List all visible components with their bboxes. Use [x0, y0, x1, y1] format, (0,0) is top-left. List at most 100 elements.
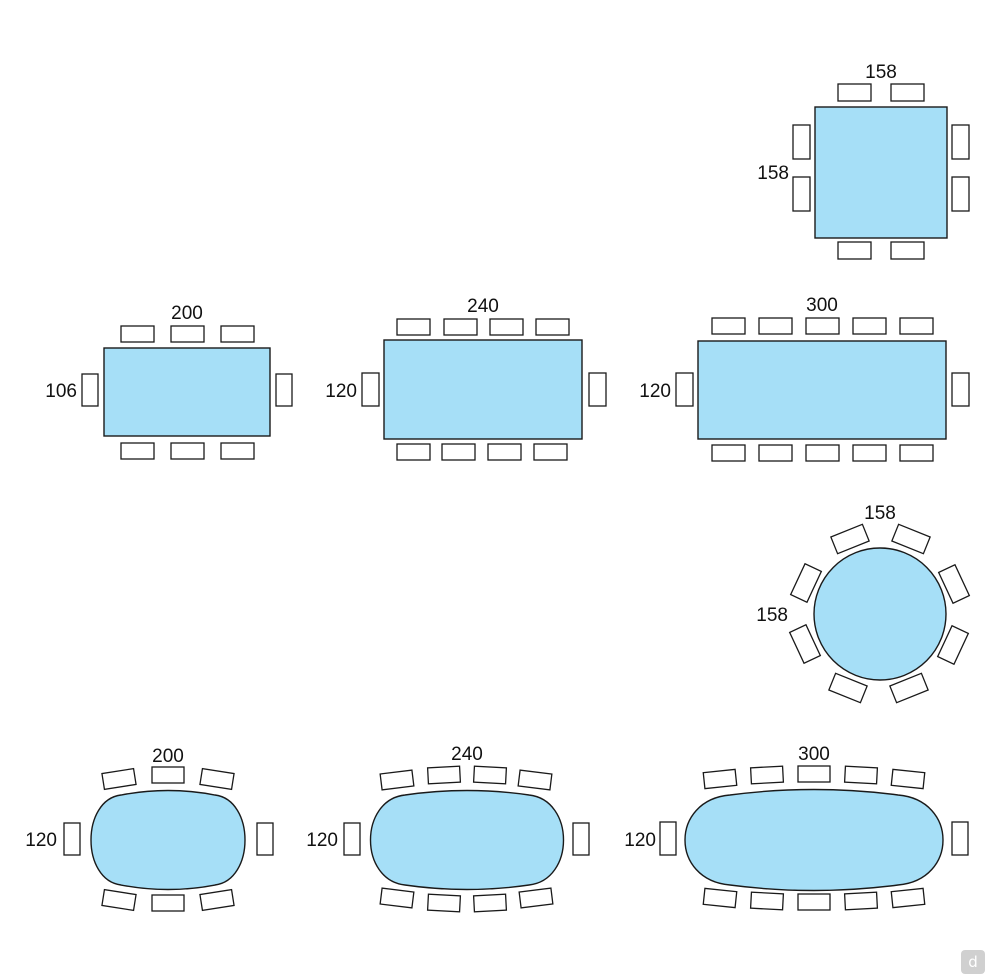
chair [441, 443, 476, 461]
rect-table-300-length-label: 300 [806, 295, 838, 316]
barrel-table-300: 300 120 [624, 744, 969, 911]
d-logo-icon: d [961, 950, 985, 974]
rect-table-300-chairs [675, 317, 970, 462]
chair [220, 325, 255, 343]
chair [170, 325, 205, 343]
chair [792, 124, 811, 160]
round-table: 158 158 [756, 503, 971, 704]
chair [951, 372, 970, 407]
round-table-top [813, 547, 947, 681]
chair [426, 765, 462, 785]
barrel-table-200: 200 120 [25, 746, 274, 912]
rect-table-200-width-label: 106 [45, 381, 77, 402]
chair [151, 766, 185, 784]
chair [702, 768, 738, 790]
chair [343, 822, 361, 856]
barrel-table-200-length-label: 200 [152, 746, 184, 767]
chair [572, 822, 590, 856]
chair [220, 442, 255, 460]
square-table-top [814, 106, 948, 239]
chair [675, 372, 694, 407]
chair [487, 443, 522, 461]
chair [472, 765, 508, 785]
rect-table-300-top [697, 340, 947, 440]
chair [711, 444, 746, 462]
chair [588, 372, 607, 407]
chair [101, 767, 137, 791]
chair [101, 888, 137, 912]
chair [830, 523, 870, 555]
logo-badge [961, 950, 985, 974]
chair [890, 241, 925, 260]
chair [797, 893, 831, 911]
chair [396, 318, 431, 336]
logo-glyph: d [968, 953, 978, 971]
chair [749, 765, 785, 785]
chair [63, 822, 81, 856]
chair [899, 444, 934, 462]
chair [702, 887, 738, 909]
rect-table-240-length-label: 240 [467, 296, 499, 317]
chair [535, 318, 570, 336]
chair [379, 887, 415, 909]
rect-table-200-top [103, 347, 271, 437]
square-table-chairs [792, 83, 970, 260]
barrel-table-200-width-label: 120 [25, 830, 57, 851]
chair [199, 767, 235, 791]
square-table-depth-label: 158 [757, 163, 789, 184]
barrel-table-240: 240 120 [306, 744, 590, 913]
chair [472, 893, 508, 913]
chair [170, 442, 205, 460]
chair [517, 769, 553, 791]
chair [120, 442, 155, 460]
chair [951, 821, 969, 856]
chair [256, 822, 274, 856]
rect-table-240: 240 120 [325, 296, 607, 461]
chair [797, 765, 831, 783]
chair [792, 176, 811, 212]
barrel-table-300-top [684, 788, 944, 892]
rect-table-240-chairs [361, 318, 607, 461]
rect-table-300: 300 120 [639, 295, 970, 462]
chair [379, 769, 415, 791]
rect-table-300-width-label: 120 [639, 381, 671, 402]
round-table-side-label: 158 [756, 605, 788, 626]
rect-table-200-chairs [81, 325, 293, 460]
chair [805, 317, 840, 335]
chair [151, 894, 185, 912]
round-table-diameter-label: 158 [864, 503, 896, 524]
barrel-table-300-length-label: 300 [798, 744, 830, 765]
chair [758, 444, 793, 462]
chair [396, 443, 431, 461]
chair [361, 372, 380, 407]
chair [120, 325, 155, 343]
chair [443, 318, 478, 336]
chair [890, 887, 926, 909]
chair [852, 317, 887, 335]
square-table-width-label: 158 [865, 62, 897, 83]
chair [843, 765, 879, 785]
round-table-chairs [788, 523, 971, 704]
chair [843, 891, 879, 911]
rect-table-200: 200 106 [45, 303, 293, 460]
chair [852, 444, 887, 462]
chair [936, 624, 970, 666]
chair [951, 124, 970, 160]
barrel-table-200-top [90, 789, 246, 891]
barrel-table-200-chairs [63, 766, 274, 912]
barrel-table-300-chairs [659, 765, 969, 911]
rect-table-240-width-label: 120 [325, 381, 357, 402]
chair [659, 821, 677, 856]
chair [889, 672, 929, 704]
barrel-table-240-chairs [343, 765, 590, 913]
chair [518, 887, 554, 909]
chair [749, 891, 785, 911]
barrel-table-300-width-label: 120 [624, 830, 656, 851]
chair [758, 317, 793, 335]
chair [890, 83, 925, 102]
chair [81, 373, 99, 407]
chair [828, 672, 868, 704]
rect-table-240-top [383, 339, 583, 440]
chair [489, 318, 524, 336]
